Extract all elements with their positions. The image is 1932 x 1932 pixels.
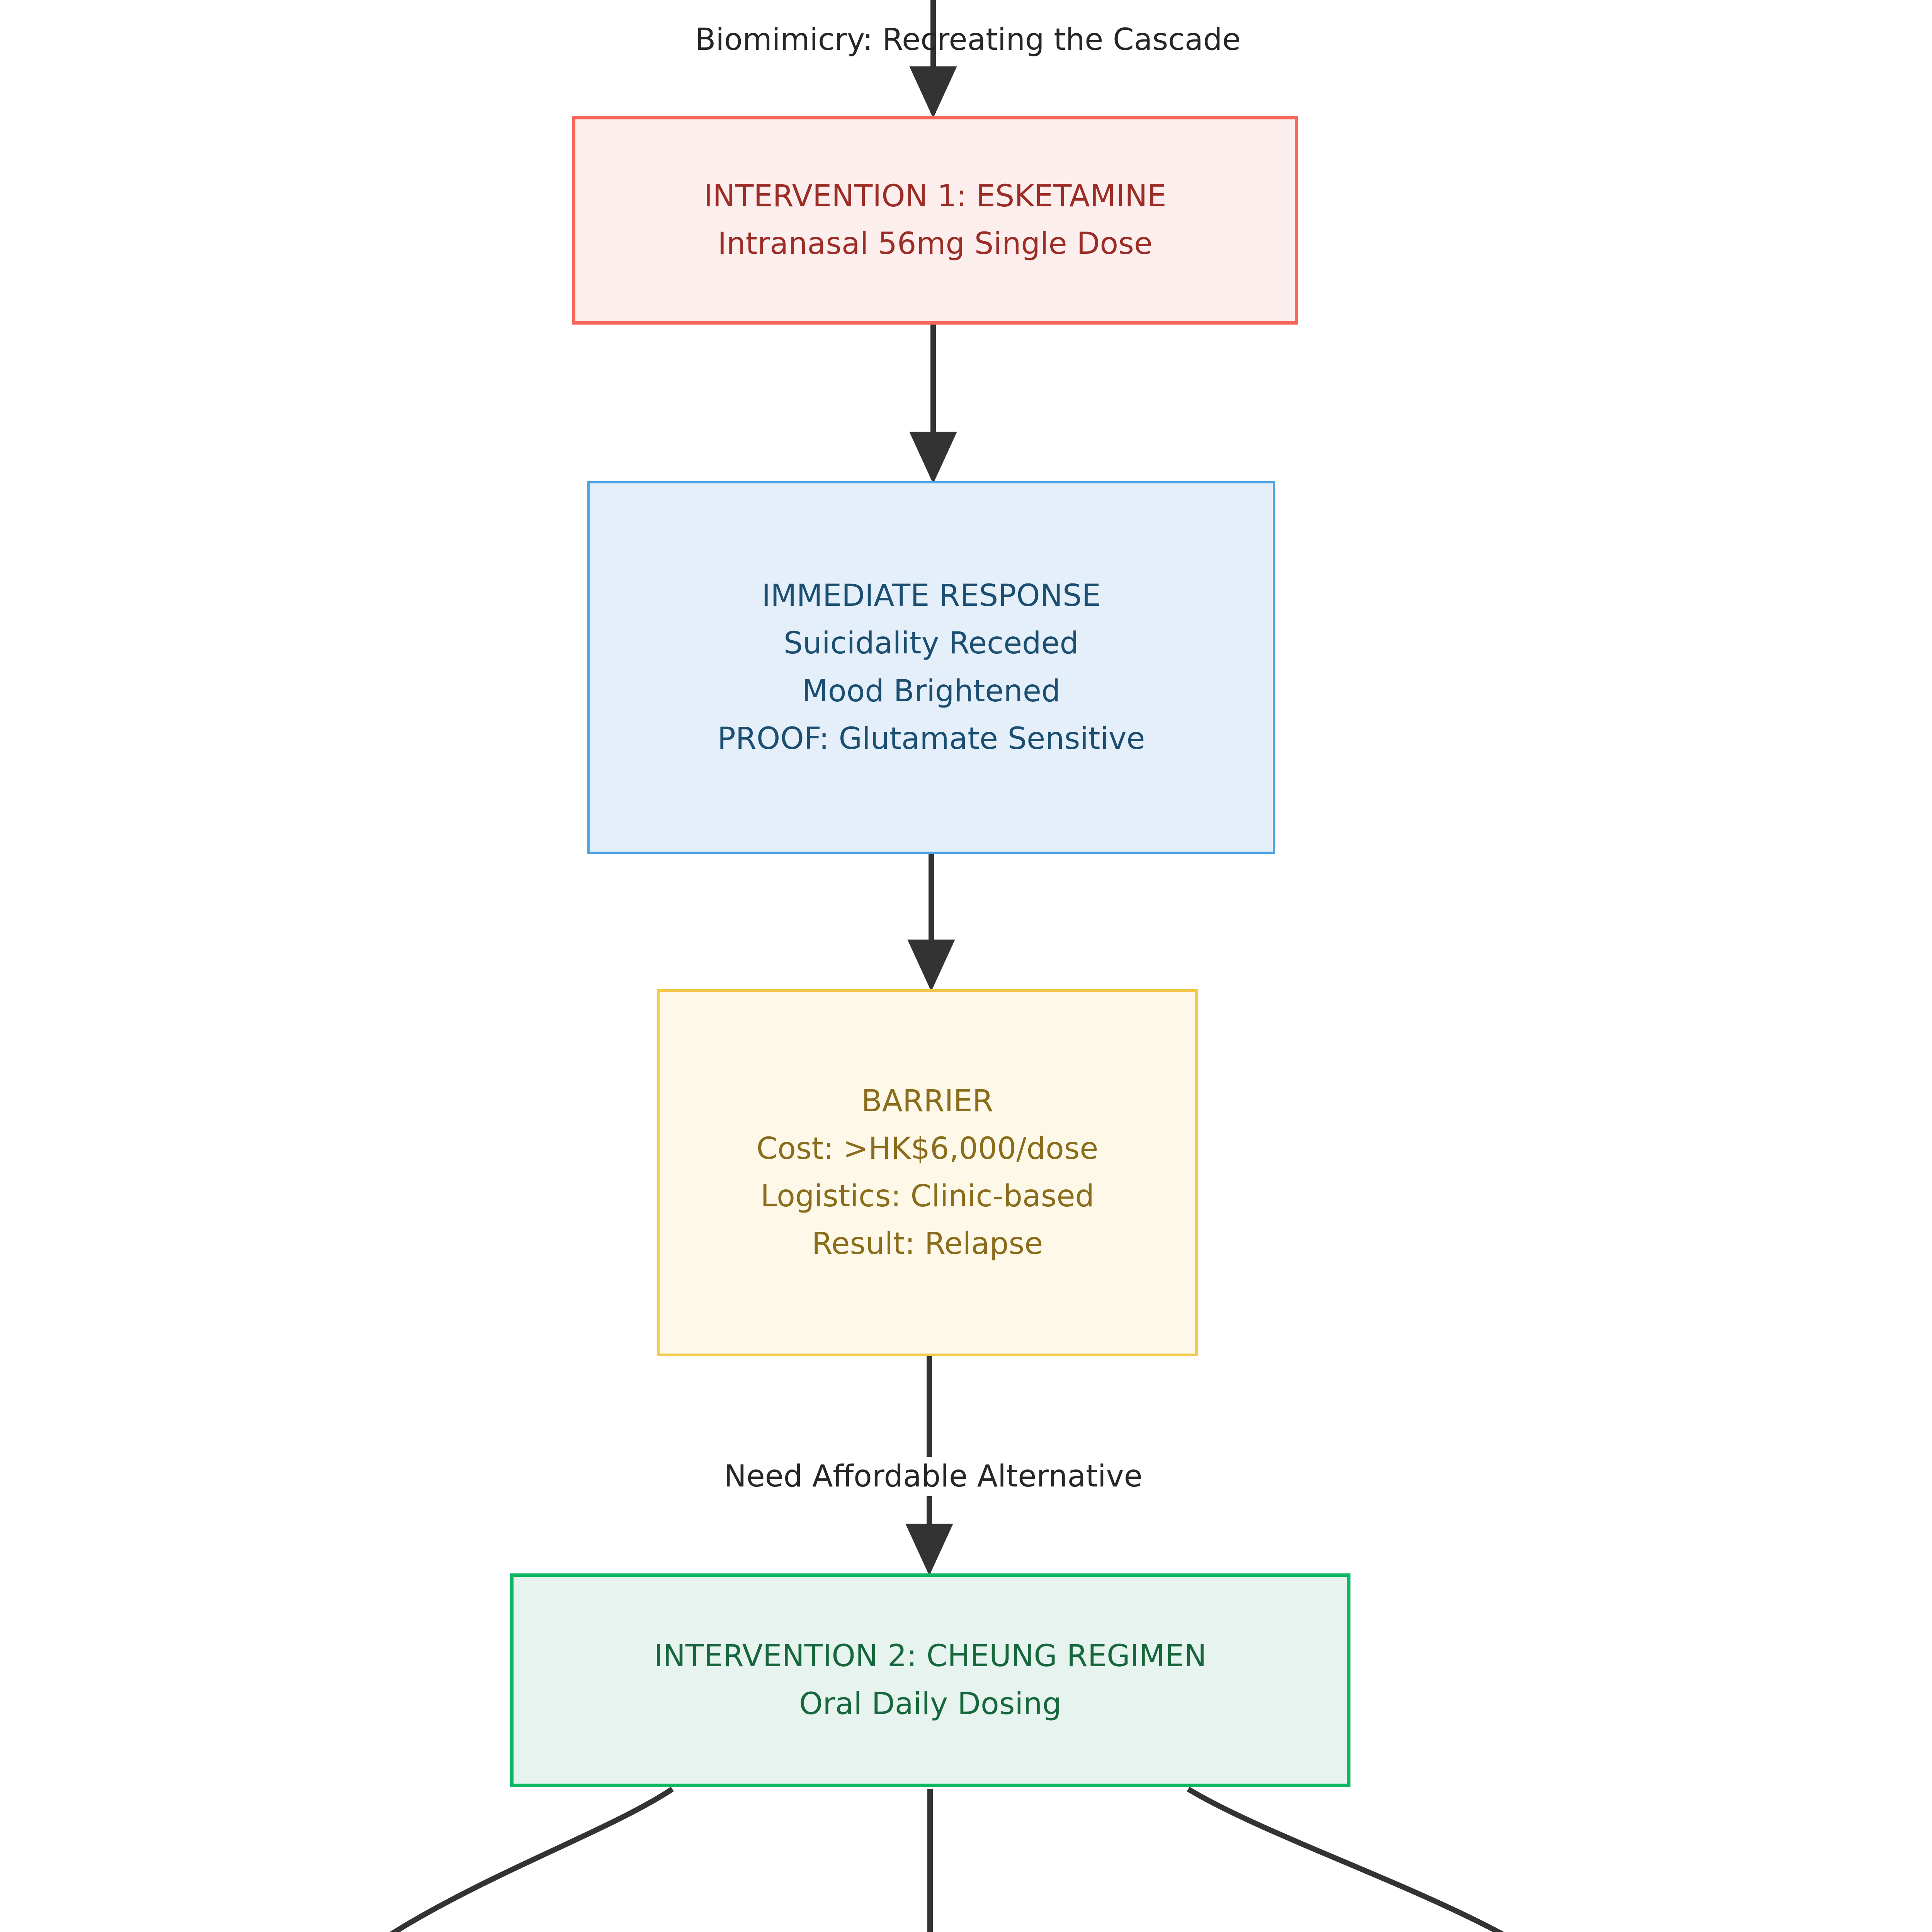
node-intervention-2-line-1: INTERVENTION 2: CHEUNG REGIMEN bbox=[654, 1639, 1207, 1674]
node-intervention-1-esketamine[interactable]: INTERVENTION 1: ESKETAMINE Intranasal 56… bbox=[572, 116, 1298, 325]
node-barrier-line-4: Result: Relapse bbox=[811, 1226, 1043, 1262]
edge-label-need-affordable-alternative: Need Affordable Alternative bbox=[595, 1457, 1271, 1496]
node-barrier-line-1: BARRIER bbox=[861, 1083, 993, 1119]
edge-intervention2-to-piracetam bbox=[1187, 1787, 1504, 1932]
node-intervention-2-line-2: Oral Daily Dosing bbox=[799, 1686, 1061, 1721]
node-immediate-response[interactable]: IMMEDIATE RESPONSE Suicidality Receded M… bbox=[587, 481, 1275, 854]
node-barrier-line-3: Logistics: Clinic-based bbox=[760, 1179, 1094, 1214]
node-immediate-response-line-3: Mood Brightened bbox=[802, 673, 1061, 709]
node-immediate-response-line-1: IMMEDIATE RESPONSE bbox=[762, 578, 1101, 614]
node-barrier-line-2: Cost: >HK$6,000/dose bbox=[756, 1131, 1099, 1166]
node-intervention-1-line-2: Intranasal 56mg Single Dose bbox=[718, 226, 1153, 261]
node-immediate-response-line-2: Suicidality Receded bbox=[784, 626, 1079, 661]
edge-intervention2-to-dxm bbox=[389, 1787, 674, 1932]
node-intervention-1-line-1: INTERVENTION 1: ESKETAMINE bbox=[704, 179, 1167, 214]
node-intervention-2-cheung-regimen[interactable]: INTERVENTION 2: CHEUNG REGIMEN Oral Dail… bbox=[510, 1573, 1350, 1787]
node-immediate-response-line-4: PROOF: Glutamate Sensitive bbox=[717, 721, 1145, 756]
node-barrier[interactable]: BARRIER Cost: >HK$6,000/dose Logistics: … bbox=[657, 989, 1198, 1356]
cluster-biomimicry-title: Biomimicry: Recreating the Cascade bbox=[695, 22, 1241, 57]
